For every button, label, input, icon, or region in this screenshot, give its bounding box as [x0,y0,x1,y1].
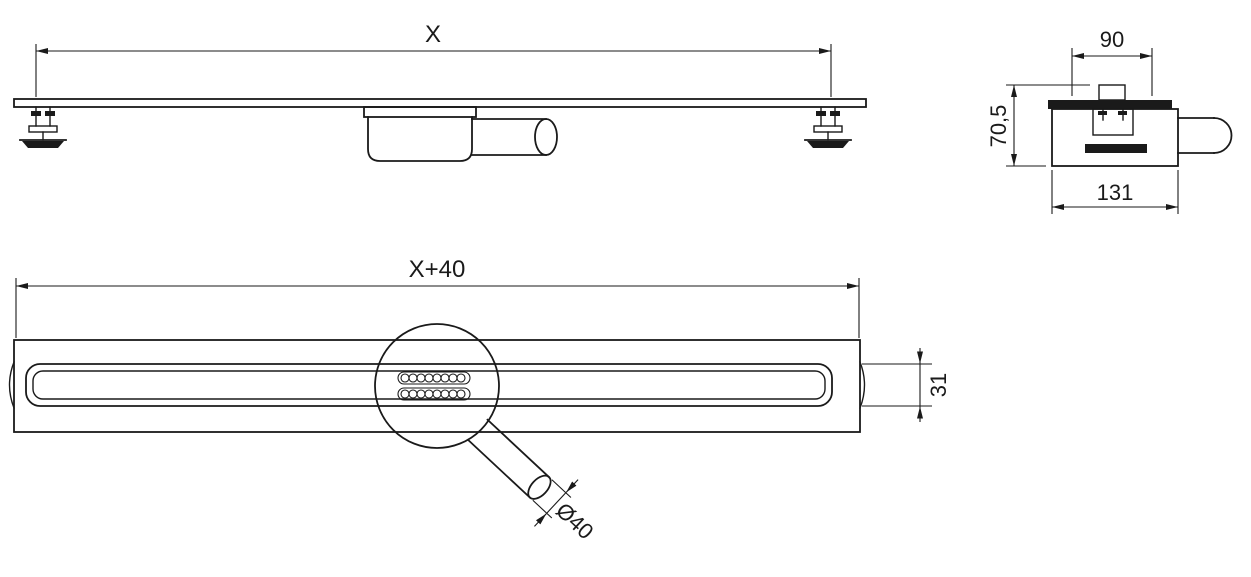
dim-label-90: 90 [1100,27,1124,52]
drain-hole [448,389,458,399]
pipe-opening [527,474,552,500]
siphon-nut [1118,111,1127,115]
channel-profile [13,98,867,108]
drain-hole [400,373,410,383]
siphon-nut [1098,111,1107,115]
drain-housing [1051,108,1179,167]
drain-insert [25,363,833,407]
drain-hole [440,389,450,399]
drain-hole [456,373,466,383]
drain-hole [408,373,418,383]
seal-bar [1085,144,1147,153]
drain-hole [400,389,410,399]
extension-line [551,479,572,498]
drain-hole [424,389,434,399]
channel-body [13,98,867,108]
drain-hole [424,373,434,383]
foot-base [22,141,64,148]
trap-lid [363,106,477,118]
channel-flange [13,339,861,433]
dimension-width-31: 31 [862,348,951,422]
trap-body [367,116,473,162]
dim-label-x: X [425,21,441,48]
inner-siphon [1092,108,1134,136]
rotating-flange-circle [374,323,500,449]
dim-label-x-plus-40: X+40 [409,256,466,283]
view-side: X [13,21,867,162]
dimension-line [546,492,567,514]
insert-outer-edge [25,363,833,407]
top-connector-tab [1098,84,1126,101]
foot-right [804,106,852,148]
dim-label-pipe-diameter: Ø40 [551,498,598,545]
end-cap-left [8,361,15,409]
dimension-arrow [534,513,547,527]
rotating-flange [374,323,500,449]
top-flange-plate [1048,100,1172,109]
dimension-top-width-90: 90 [1071,27,1153,96]
foot-nut [31,111,41,116]
drain-hole [416,389,426,399]
dimension-arrow [565,479,579,493]
perforation-strip [397,371,471,385]
drain-hole [432,389,442,399]
insert-slot-edge [32,370,826,400]
dimension-height-70-5: 70,5 [986,84,1090,167]
dim-label-70-5: 70,5 [986,105,1011,148]
perforation-strip [397,387,471,401]
foot-base [807,141,849,148]
foot-nut [816,111,826,116]
side-outlet-cap [1213,117,1233,154]
drain-hole [432,373,442,383]
view-top: X+40 [8,256,951,545]
channel-top-outline [8,339,866,433]
dimension-x-length: X [35,21,832,97]
extension-line [532,499,553,519]
dimension-bottom-width-131: 131 [1051,170,1179,214]
dimension-x-plus-40: X+40 [15,256,860,338]
view-end: 90 70,5 131 [986,27,1233,214]
foot-nut [45,111,55,116]
drain-hole [440,373,450,383]
drain-hole [416,373,426,383]
end-body [1048,84,1233,167]
dim-label-131: 131 [1097,180,1134,205]
pipe-edge [486,418,551,479]
drain-hole [456,389,466,399]
foot-nut [830,111,840,116]
drain-hole [408,389,418,399]
perforations [397,371,471,401]
outlet-cylinder-cap [534,118,558,156]
drain-hole [448,373,458,383]
dim-label-31: 31 [926,373,951,397]
siphon-trap [363,106,558,162]
foot-bracket [813,125,843,133]
foot-bracket [28,125,58,133]
outlet-pipe-rotated: Ø40 [467,418,599,545]
foot-left [19,106,67,148]
pipe-edge [467,438,532,499]
end-cap-right [859,361,866,409]
